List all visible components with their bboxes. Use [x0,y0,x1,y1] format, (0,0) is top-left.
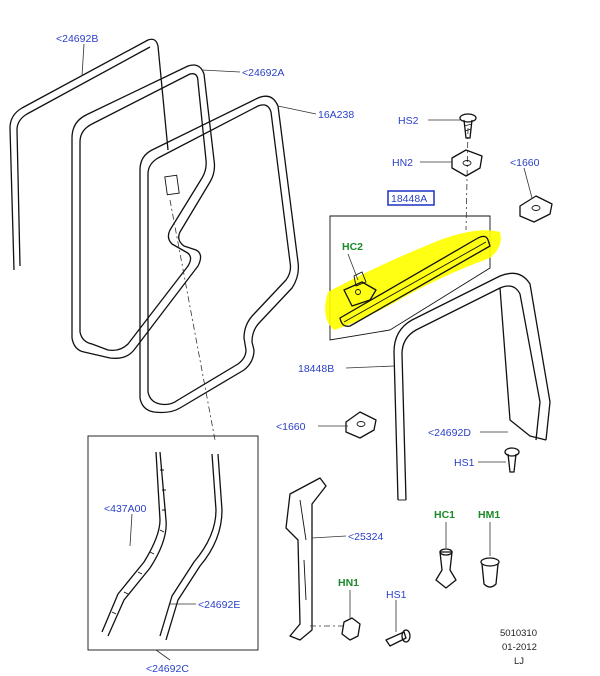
drawing-date: 01-2012 [502,642,537,653]
strip-18448a [339,235,491,327]
label-1660-top[interactable]: <1660 [510,157,540,169]
label-18448a[interactable]: 18448A [391,193,427,205]
clip-1660-mid [345,411,377,439]
label-16a238[interactable]: 16A238 [318,109,354,121]
label-18448a-box[interactable]: 18448A [387,190,435,206]
drawing-number: 5010310 [500,628,537,639]
label-24692a[interactable]: <24692A [242,67,284,79]
label-hm1[interactable]: HM1 [478,509,500,521]
screw-hs1-bottom [385,629,411,647]
clip-hc2 [343,271,377,307]
clip-1660-top [519,195,553,223]
label-hs2[interactable]: HS2 [398,115,419,127]
label-hn1[interactable]: HN1 [338,577,359,589]
label-1660-mid[interactable]: <1660 [276,421,306,433]
nut-hn1 [341,617,361,641]
detail-box [87,435,259,651]
clip-hm1 [480,557,500,588]
leader-lines [81,43,533,661]
label-hn2[interactable]: HN2 [392,157,413,169]
label-hs1-right[interactable]: HS1 [454,457,475,469]
seal-16a238 [139,95,300,414]
label-437a00[interactable]: <437A00 [104,503,146,515]
label-24692b[interactable]: <24692B [56,33,98,45]
label-24692c[interactable]: <24692C [146,663,189,675]
seal-24692a [71,64,216,359]
seal-24692e [159,453,223,641]
seal-24692b [9,38,169,271]
nut-hn2 [451,149,483,177]
label-hs1-bottom[interactable]: HS1 [386,589,407,601]
label-hc2[interactable]: HC2 [342,241,363,253]
bracket-25324 [285,477,327,641]
highlight-18448a [325,230,501,330]
label-24692d[interactable]: <24692D [428,427,471,439]
drawing-code: LJ [514,656,524,667]
clip-hc1 [435,548,457,589]
strip-437a00 [101,451,167,637]
label-hc1[interactable]: HC1 [434,509,455,521]
label-24692e[interactable]: <24692E [198,599,240,611]
label-25324[interactable]: <25324 [348,531,383,543]
screw-hs1-right [504,447,520,473]
label-18448b[interactable]: 18448B [298,363,334,375]
screw-hs2 [459,113,477,139]
channel-18448b [393,272,551,501]
